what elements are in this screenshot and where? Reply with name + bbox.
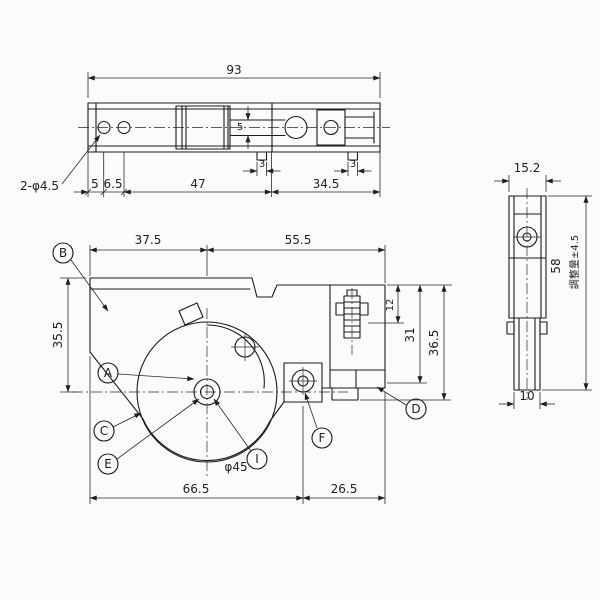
balloon-D: D bbox=[376, 386, 427, 420]
dim-58-label: 58 bbox=[549, 258, 563, 273]
balloon-I: I bbox=[213, 398, 268, 470]
dim-6-5-label: 6.5 bbox=[103, 177, 122, 191]
balloon-I-label: I bbox=[255, 452, 259, 466]
dim-10-label: 10 bbox=[519, 389, 534, 403]
balloon-B: B bbox=[52, 242, 109, 312]
dim-36-5-label: 36.5 bbox=[427, 330, 441, 357]
dim-15-2-label: 15.2 bbox=[514, 161, 541, 175]
side-view: 15.2 58 調整量±4.5 10 bbox=[494, 161, 592, 409]
front-view-centerlines bbox=[72, 288, 353, 478]
front-view: 37.5 55.5 35.5 12 31 36.5 φ45 66.5 26.5 … bbox=[51, 233, 452, 504]
balloon-C-label: C bbox=[100, 424, 108, 438]
balloon-C: C bbox=[93, 412, 142, 442]
dim-slot-5-label: 5 bbox=[237, 122, 243, 133]
dim-31-label: 31 bbox=[403, 327, 417, 342]
front-view-outline bbox=[89, 277, 386, 463]
dim-dia-45-label: φ45 bbox=[224, 460, 247, 474]
balloon-D-label: D bbox=[411, 402, 420, 416]
side-view-dimension-lines bbox=[494, 175, 592, 409]
dim-66-5-label: 66.5 bbox=[183, 482, 210, 496]
dim-12-label: 12 bbox=[385, 299, 396, 312]
dim-34-5-label: 34.5 bbox=[313, 177, 340, 191]
front-view-dimension-lines bbox=[60, 245, 452, 504]
balloon-B-label: B bbox=[59, 246, 67, 260]
adjust-note-label: 調整量±4.5 bbox=[568, 235, 581, 289]
dim-26-5-label: 26.5 bbox=[331, 482, 358, 496]
dim-35-5-label: 35.5 bbox=[51, 322, 65, 349]
dim-overall-width-label: 93 bbox=[226, 63, 241, 77]
dim-5-label: 5 bbox=[91, 177, 99, 191]
top-view: 93 2-φ4.5 5 6.5 47 34.5 5 3 3 bbox=[20, 63, 390, 197]
balloon-A: A bbox=[97, 362, 195, 384]
dim-3-left-label: 3 bbox=[259, 159, 265, 170]
balloon-A-label: A bbox=[104, 366, 113, 380]
dim-55-5-label: 55.5 bbox=[285, 233, 312, 247]
balloon-E: E bbox=[97, 398, 200, 475]
right-hole bbox=[323, 119, 339, 136]
dim-3-right-label: 3 bbox=[350, 159, 356, 170]
holes-note-label: 2-φ4.5 bbox=[20, 179, 59, 193]
dim-47-label: 47 bbox=[190, 177, 205, 191]
top-view-dimension-lines bbox=[61, 72, 381, 197]
balloon-F-label: F bbox=[319, 431, 326, 445]
balloon-E-label: E bbox=[104, 457, 112, 471]
side-view-outline bbox=[506, 195, 548, 391]
dim-37-5-label: 37.5 bbox=[135, 233, 162, 247]
balloon-F: F bbox=[304, 392, 333, 449]
top-view-outline bbox=[87, 102, 381, 161]
front-view-crosshairs bbox=[231, 333, 317, 395]
